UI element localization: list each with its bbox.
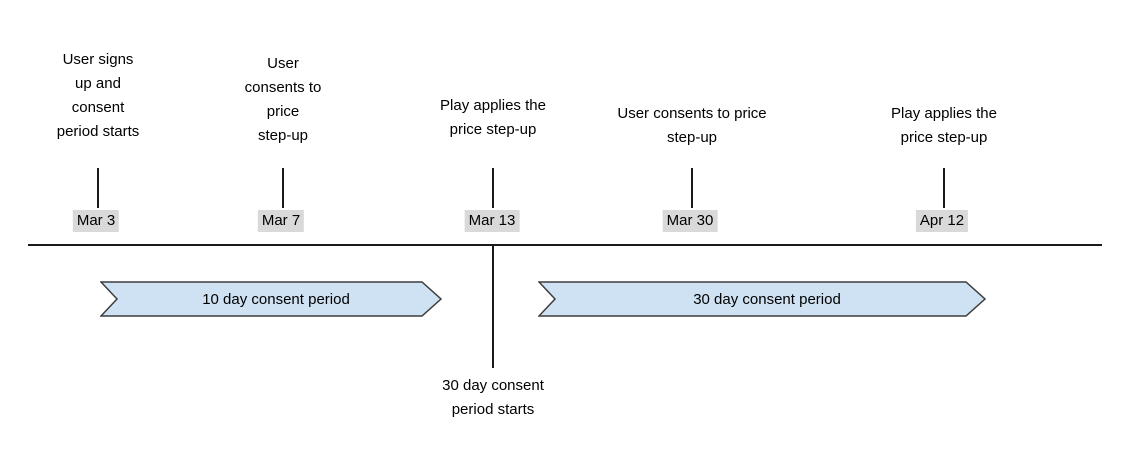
consent-period-arrow-30day: 30 day consent period — [538, 281, 986, 317]
event-label: User signs up and consent period starts — [56, 51, 140, 140]
event-label: User consents to price step-up — [617, 105, 767, 146]
event-date: Mar 30 — [662, 210, 718, 232]
event-tick — [943, 168, 945, 208]
event-tick — [282, 168, 284, 208]
period-label: 30 day consent period — [693, 290, 841, 308]
annotation-label: 30 day consent period starts — [442, 377, 544, 418]
event-tick — [691, 168, 693, 208]
event-tick — [492, 168, 494, 208]
event-date: Apr 12 — [915, 210, 969, 232]
event-tick-extension — [492, 246, 494, 368]
event-date: Mar 3 — [72, 210, 120, 232]
event-label: Play applies the price step-up — [440, 97, 546, 138]
consent-period-arrow-10day: 10 day consent period — [100, 281, 442, 317]
event-label: User consents to price step-up — [244, 55, 322, 144]
event-label: Play applies the price step-up — [891, 105, 997, 146]
period-label: 10 day consent period — [202, 290, 350, 308]
event-tick — [97, 168, 99, 208]
event-date: Mar 13 — [464, 210, 520, 232]
event-date: Mar 7 — [257, 210, 305, 232]
arrow-shape — [100, 281, 442, 317]
timeline-axis — [28, 244, 1102, 246]
arrow-shape — [538, 281, 986, 317]
